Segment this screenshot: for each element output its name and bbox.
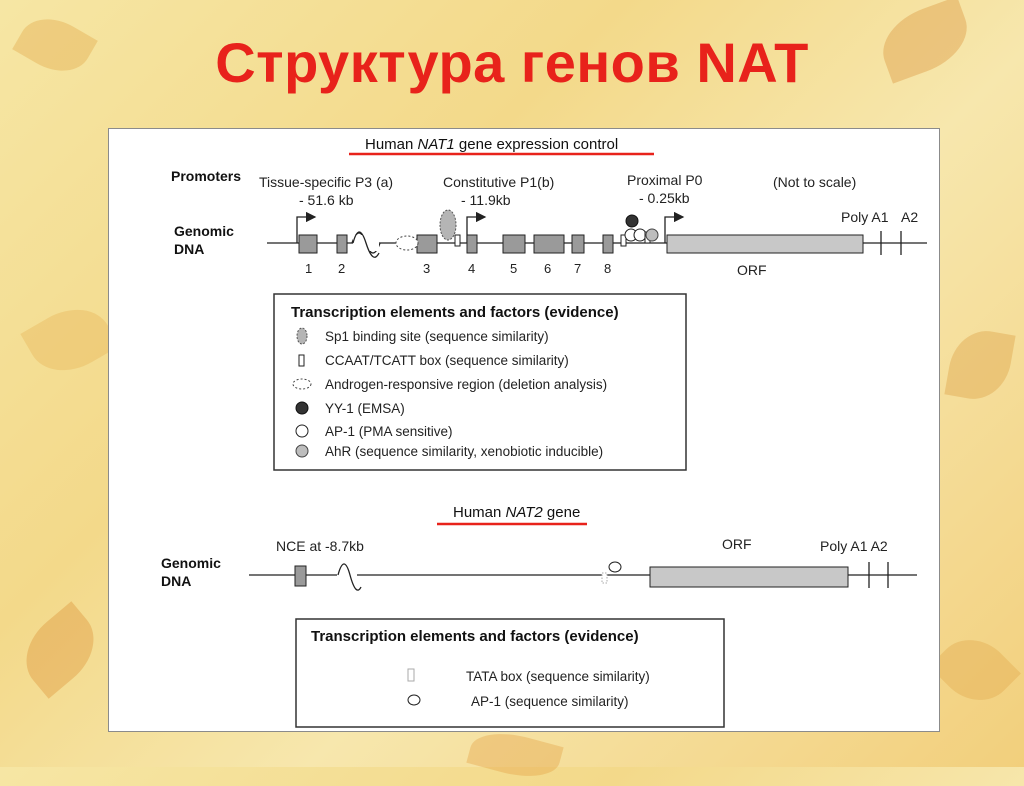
promoter-p3-distance: - 51.6 kb — [299, 192, 354, 208]
nat2-legend-title: Transcription elements and factors (evid… — [311, 628, 639, 645]
promoter-p0-distance: - 0.25kb — [639, 190, 690, 206]
exon-numbers: 1 2 3 4 5 6 7 8 — [305, 261, 611, 276]
promoter-p0-label: Proximal P0 — [627, 172, 703, 188]
not-to-scale-note: (Not to scale) — [773, 174, 856, 190]
promoter-p1-distance: - 11.9kb — [461, 192, 511, 208]
ccaat-box-icon — [454, 234, 461, 247]
nat2-legend: Transcription elements and factors (evid… — [295, 618, 725, 728]
exon-2 — [336, 234, 348, 254]
promoter-p1-arrow — [466, 211, 487, 243]
androgen-region-icon — [292, 378, 312, 390]
exon-4 — [466, 234, 478, 254]
tata-box-icon — [407, 668, 415, 682]
exon-3 — [416, 234, 438, 254]
exon-number: 7 — [574, 261, 581, 276]
exon-number: 8 — [604, 261, 611, 276]
nce-box — [294, 565, 307, 587]
exon-number: 3 — [423, 261, 430, 276]
promoters-label: Promoters — [171, 168, 241, 184]
exon-7 — [571, 234, 585, 254]
legend-item-label: Sp1 binding site (sequence similarity) — [325, 329, 549, 344]
legend-item-label: AP-1 (sequence similarity) — [471, 694, 629, 709]
nat1-orf-label: ORF — [737, 262, 767, 278]
nat2-orf-label: ORF — [722, 536, 752, 552]
nat2-dna-label: DNA — [161, 573, 191, 589]
promoter-p0-arrow — [664, 211, 685, 243]
androgen-region-icon — [395, 235, 419, 251]
ccaat-box-icon — [620, 234, 627, 247]
ahr-icon — [645, 228, 659, 242]
nat1-genomic-label: Genomic — [174, 223, 234, 239]
promoter-p3-label: Tissue-specific P3 (a) — [259, 174, 393, 190]
exon-6 — [533, 234, 565, 254]
poly-a1-label: Poly A1 — [841, 209, 889, 225]
exon-number: 4 — [468, 261, 475, 276]
ccaat-box-icon — [298, 354, 305, 367]
legend-item-label: AhR (sequence similarity, xenobiotic ind… — [325, 444, 603, 459]
nat2-orf-box — [649, 566, 849, 588]
promoter-p1-label: Constitutive P1(b) — [443, 174, 554, 190]
legend-item-label: Androgen-responsive region (deletion ana… — [325, 377, 607, 392]
ap1-icon — [608, 561, 622, 573]
nce-label: NCE at -8.7kb — [276, 538, 364, 554]
exon-number: 5 — [510, 261, 517, 276]
slide-title: Структура генов NAT — [215, 31, 809, 94]
exon-number: 1 — [305, 261, 312, 276]
poly-a2-label: A2 — [901, 209, 918, 225]
exon-number: 2 — [338, 261, 345, 276]
ahr-icon — [295, 444, 309, 458]
promoter-p3-arrow — [296, 211, 317, 243]
tata-box-icon — [601, 572, 608, 584]
nat1-orf-box — [666, 234, 864, 254]
ap1-icon — [633, 228, 647, 242]
nat1-exons — [298, 234, 614, 254]
exon-5 — [502, 234, 526, 254]
diagram-panel: Human NAT1 gene expression control Promo… — [108, 128, 940, 732]
ap1-icon — [295, 424, 309, 438]
nat1-title: Human NAT1 gene expression control — [365, 136, 618, 153]
nat2-title: Human NAT2 gene — [453, 504, 580, 521]
exon-1 — [298, 234, 318, 254]
legend-item-label: TATA box (sequence similarity) — [466, 669, 650, 684]
nat1-legend: Transcription elements and factors (evid… — [273, 293, 687, 471]
gene-structure-diagram: Human NAT1 gene expression control Promo… — [161, 136, 927, 728]
nat2-poly-label: Poly A1 A2 — [820, 538, 888, 554]
yy1-icon — [295, 401, 309, 415]
yy1-icon — [625, 214, 639, 228]
legend-item-label: CCAAT/TCATT box (sequence similarity) — [325, 353, 569, 368]
nat2-genomic-label: Genomic — [161, 555, 221, 571]
exon-8 — [602, 234, 614, 254]
nat1-dna-label: DNA — [174, 241, 204, 257]
sp1-binding-site-icon — [296, 327, 308, 345]
legend-item-label: YY-1 (EMSA) — [325, 401, 405, 416]
legend-item-label: AP-1 (PMA sensitive) — [325, 424, 453, 439]
sp1-binding-site-icon — [439, 209, 457, 241]
nat2-break-mark — [337, 563, 362, 591]
ap1-icon — [407, 694, 421, 706]
nat1-legend-title: Transcription elements and factors (evid… — [291, 304, 619, 321]
exon-number: 6 — [544, 261, 551, 276]
